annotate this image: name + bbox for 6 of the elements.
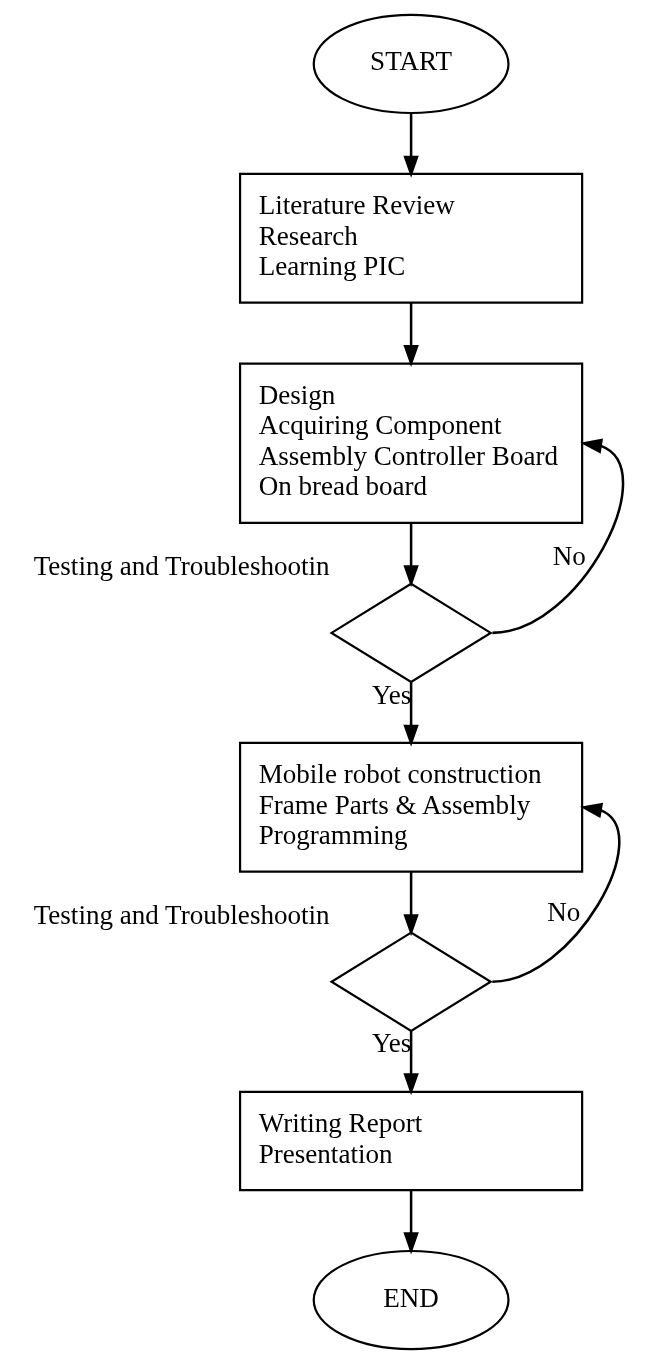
edge-label: Yes [371, 1028, 412, 1059]
edge-label: Yes [371, 679, 412, 710]
edge-label: No [547, 896, 581, 927]
node-label: Testing and Troubleshootin [33, 899, 330, 930]
node-label: Testing and Troubleshootin [33, 550, 330, 581]
edge-label: No [552, 541, 586, 572]
